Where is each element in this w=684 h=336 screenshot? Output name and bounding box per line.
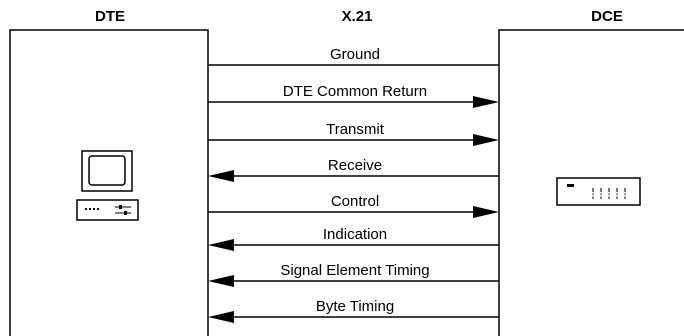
- standard-header: X.21: [342, 8, 373, 25]
- signal-receive: Receive: [208, 157, 499, 182]
- dte-box: [9, 29, 209, 336]
- signal-byte-timing: Byte Timing: [208, 298, 499, 323]
- signal-label: Byte Timing: [316, 298, 394, 315]
- signal-label: Indication: [323, 226, 387, 243]
- signal-label: Signal Element Timing: [280, 262, 429, 279]
- arrow-left-icon: [208, 170, 234, 182]
- signal-transmit: Transmit: [208, 121, 499, 146]
- dce-header: DCE: [591, 8, 623, 25]
- signal-signal-element-timing: Signal Element Timing: [208, 262, 499, 287]
- signal-label: Receive: [328, 157, 382, 174]
- signal-dte-common-return: DTE Common Return: [208, 83, 499, 108]
- signal-indication: Indication: [208, 226, 499, 251]
- computer-terminal-icon: [76, 150, 139, 221]
- arrow-right-icon: [473, 206, 499, 218]
- signal-ground: Ground: [208, 46, 499, 66]
- arrow-left-icon: [208, 311, 234, 323]
- signal-label: Control: [331, 193, 379, 210]
- signal-label: Ground: [330, 46, 380, 63]
- arrow-right-icon: [473, 96, 499, 108]
- dce-box: [498, 29, 684, 336]
- dte-header: DTE: [95, 8, 125, 25]
- signal-label: Transmit: [326, 121, 385, 138]
- signal-control: Control: [208, 193, 499, 218]
- modem-icon: [556, 177, 641, 206]
- arrow-left-icon: [208, 275, 234, 287]
- arrow-left-icon: [208, 239, 234, 251]
- arrow-right-icon: [473, 134, 499, 146]
- signal-label: DTE Common Return: [283, 83, 427, 100]
